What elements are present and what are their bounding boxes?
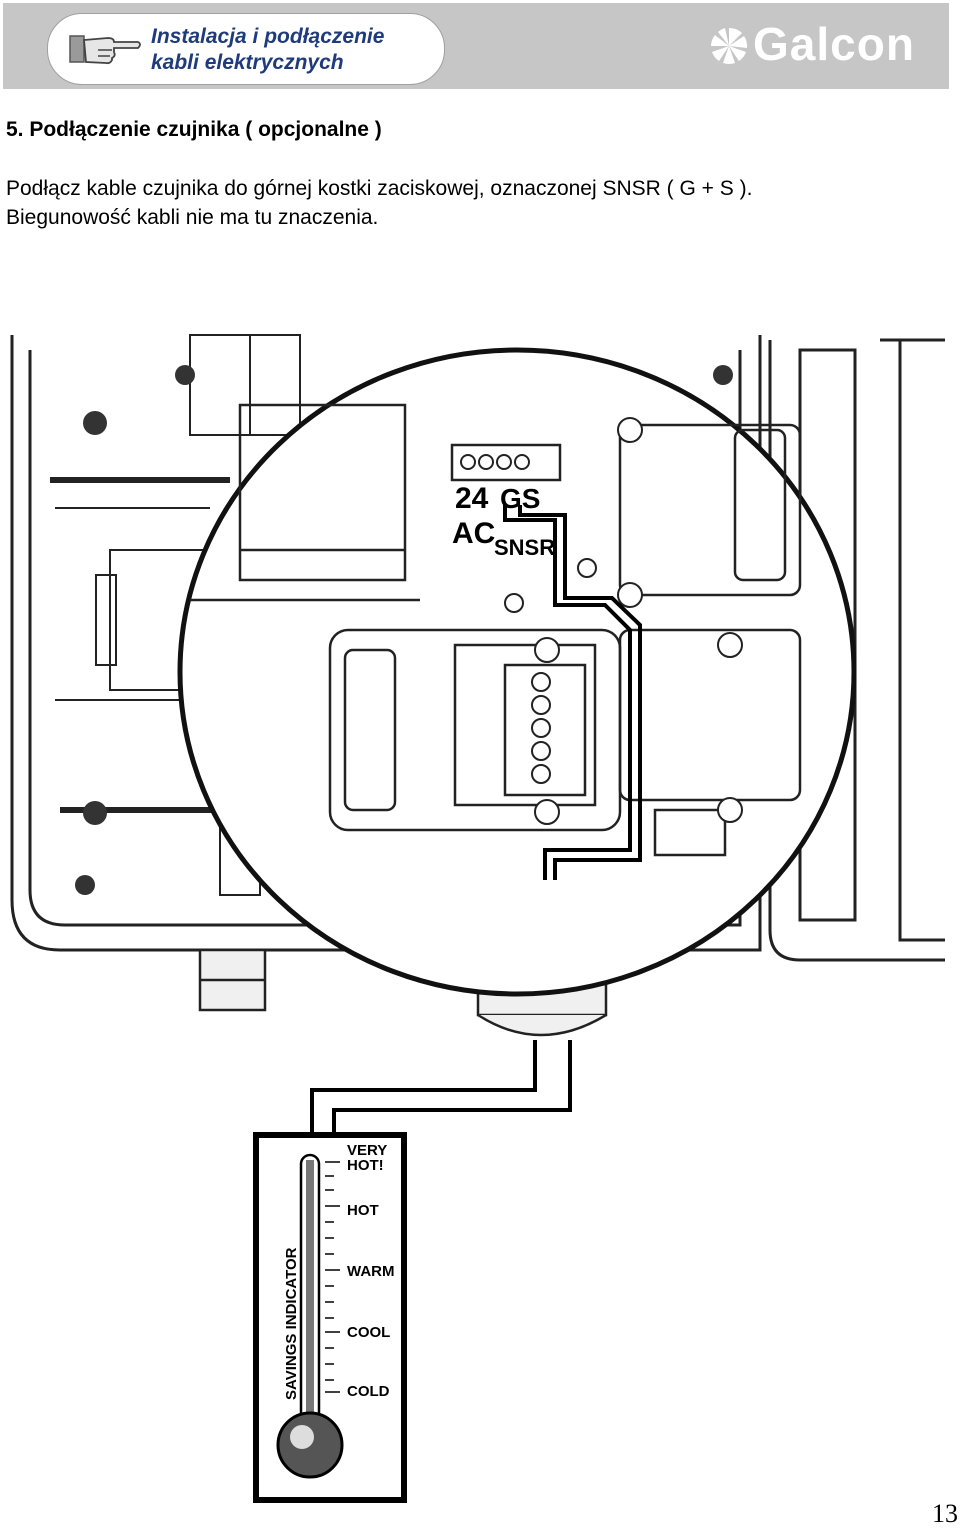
wiring-diagram: 24 AC GS SNSR SAVINGS INDICATOR VERY HOT… <box>10 334 945 1503</box>
level-warm: WARM <box>347 1263 395 1280</box>
sensor-title: SAVINGS INDICATOR <box>283 1247 300 1400</box>
level-cool: COOL <box>347 1324 390 1341</box>
brand-logo: Galcon <box>709 18 939 73</box>
section-title: 5. Podłączenie czujnika ( opcjonalne ) <box>6 118 382 141</box>
label-gs: GS <box>500 483 540 514</box>
page-number: 13 <box>932 1499 958 1528</box>
housing-screws <box>75 365 733 895</box>
label-24: 24 <box>455 482 489 515</box>
sensor-cable <box>310 1040 572 1135</box>
label-ac: AC <box>452 517 495 550</box>
instruction-line-1: Podłącz kable czujnika do górnej kostki … <box>6 177 753 200</box>
header-title-line2: kabli elektrycznych <box>151 51 344 74</box>
instruction-text: Podłącz kable czujnika do górnej kostki … <box>6 174 752 232</box>
controller-housing <box>10 334 945 962</box>
page-header: Instalacja i podłączenie kabli elektrycz… <box>3 3 949 89</box>
brand-name: Galcon <box>753 18 915 70</box>
label-snsr: SNSR <box>494 535 555 560</box>
header-title-line1: Instalacja i podłączenie <box>151 25 385 48</box>
pointing-hand-icon <box>69 35 141 65</box>
section-badge: Instalacja i podłączenie kabli elektrycz… <box>47 13 445 85</box>
header-title: Instalacja i podłączenie kabli elektrycz… <box>151 24 384 76</box>
level-hot-exclaim: HOT! <box>347 1157 384 1174</box>
galcon-logo-icon <box>711 27 748 65</box>
instruction-line-2: Biegunowość kabli nie ma tu znaczenia. <box>6 206 379 229</box>
magnified-terminal-view: 24 AC GS SNSR <box>177 347 857 997</box>
level-very: VERY <box>347 1142 387 1159</box>
level-cold: COLD <box>347 1383 390 1400</box>
savings-indicator-sensor: SAVINGS INDICATOR VERY HOT! HOT WARM COO… <box>253 1132 407 1503</box>
level-hot: HOT <box>347 1202 379 1219</box>
